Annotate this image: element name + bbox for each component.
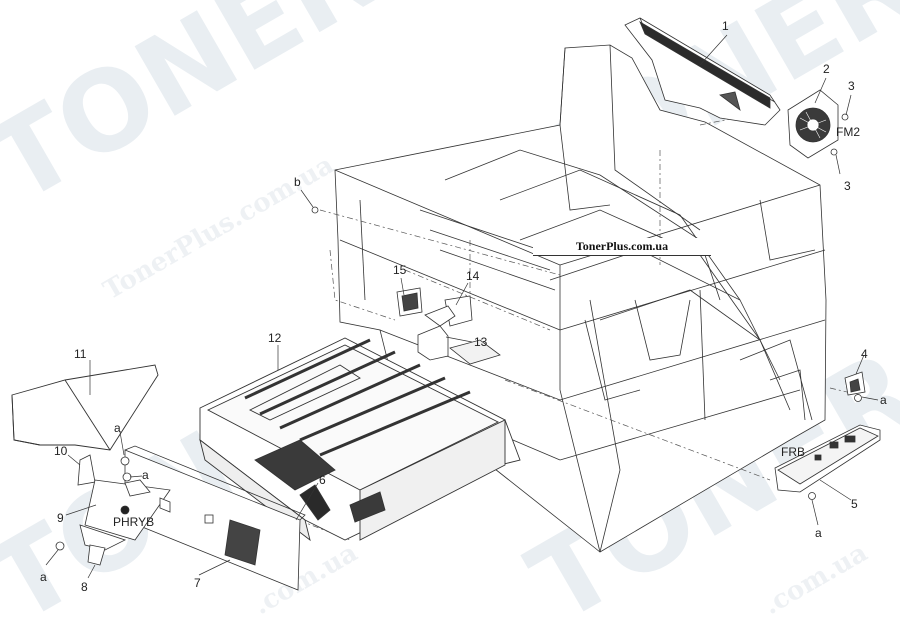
part-12-tray (199, 337, 521, 542)
callout-13: 13 (474, 335, 488, 349)
callout-12: 12 (268, 331, 282, 345)
parts-7-10 (77, 445, 306, 591)
callout-11: 11 (74, 347, 87, 361)
callout-4: 4 (861, 347, 868, 361)
brand-label: TonerPlus.com.ua (533, 238, 711, 256)
part-1-cover (624, 17, 781, 126)
callout-7: 7 (194, 576, 201, 590)
callout-a-bottom: a (40, 570, 47, 584)
callout-a-top: a (114, 421, 121, 435)
callout-2: 2 (823, 62, 830, 76)
part-11-guide (11, 364, 159, 451)
screws-3 (311, 113, 849, 214)
screws-a (55, 394, 862, 551)
watermark-site-5: .com.ua (759, 538, 873, 621)
callout-1: 1 (722, 19, 729, 33)
watermark-site-1: TonerPlus.com.ua (99, 150, 340, 306)
callout-14: 14 (466, 269, 480, 283)
callout-phryb: PHRYB (113, 515, 154, 529)
part-2-fan (787, 89, 839, 159)
callout-3-bottom: 3 (844, 179, 851, 193)
callout-frb: FRB (781, 445, 805, 459)
leader-lines (45, 34, 879, 579)
callout-5: 5 (851, 497, 858, 511)
parts-13-15 (396, 287, 501, 365)
callout-b: b (294, 175, 301, 189)
callout-8: 8 (81, 580, 88, 594)
parts-4-5 (774, 371, 881, 493)
callout-labels: 1 2 3 3 FM2 b 15 14 13 12 11 10 a a 9 PH… (40, 19, 887, 594)
callout-10: 10 (54, 444, 68, 458)
callout-3-top: 3 (848, 79, 855, 93)
callout-a-mid: a (142, 468, 149, 482)
callout-6: 6 (319, 473, 326, 487)
callout-a-right: a (880, 393, 887, 407)
callout-a-frb: a (815, 526, 822, 540)
callout-fm2: FM2 (836, 125, 860, 139)
callout-15: 15 (393, 263, 407, 277)
callout-9: 9 (57, 511, 64, 525)
